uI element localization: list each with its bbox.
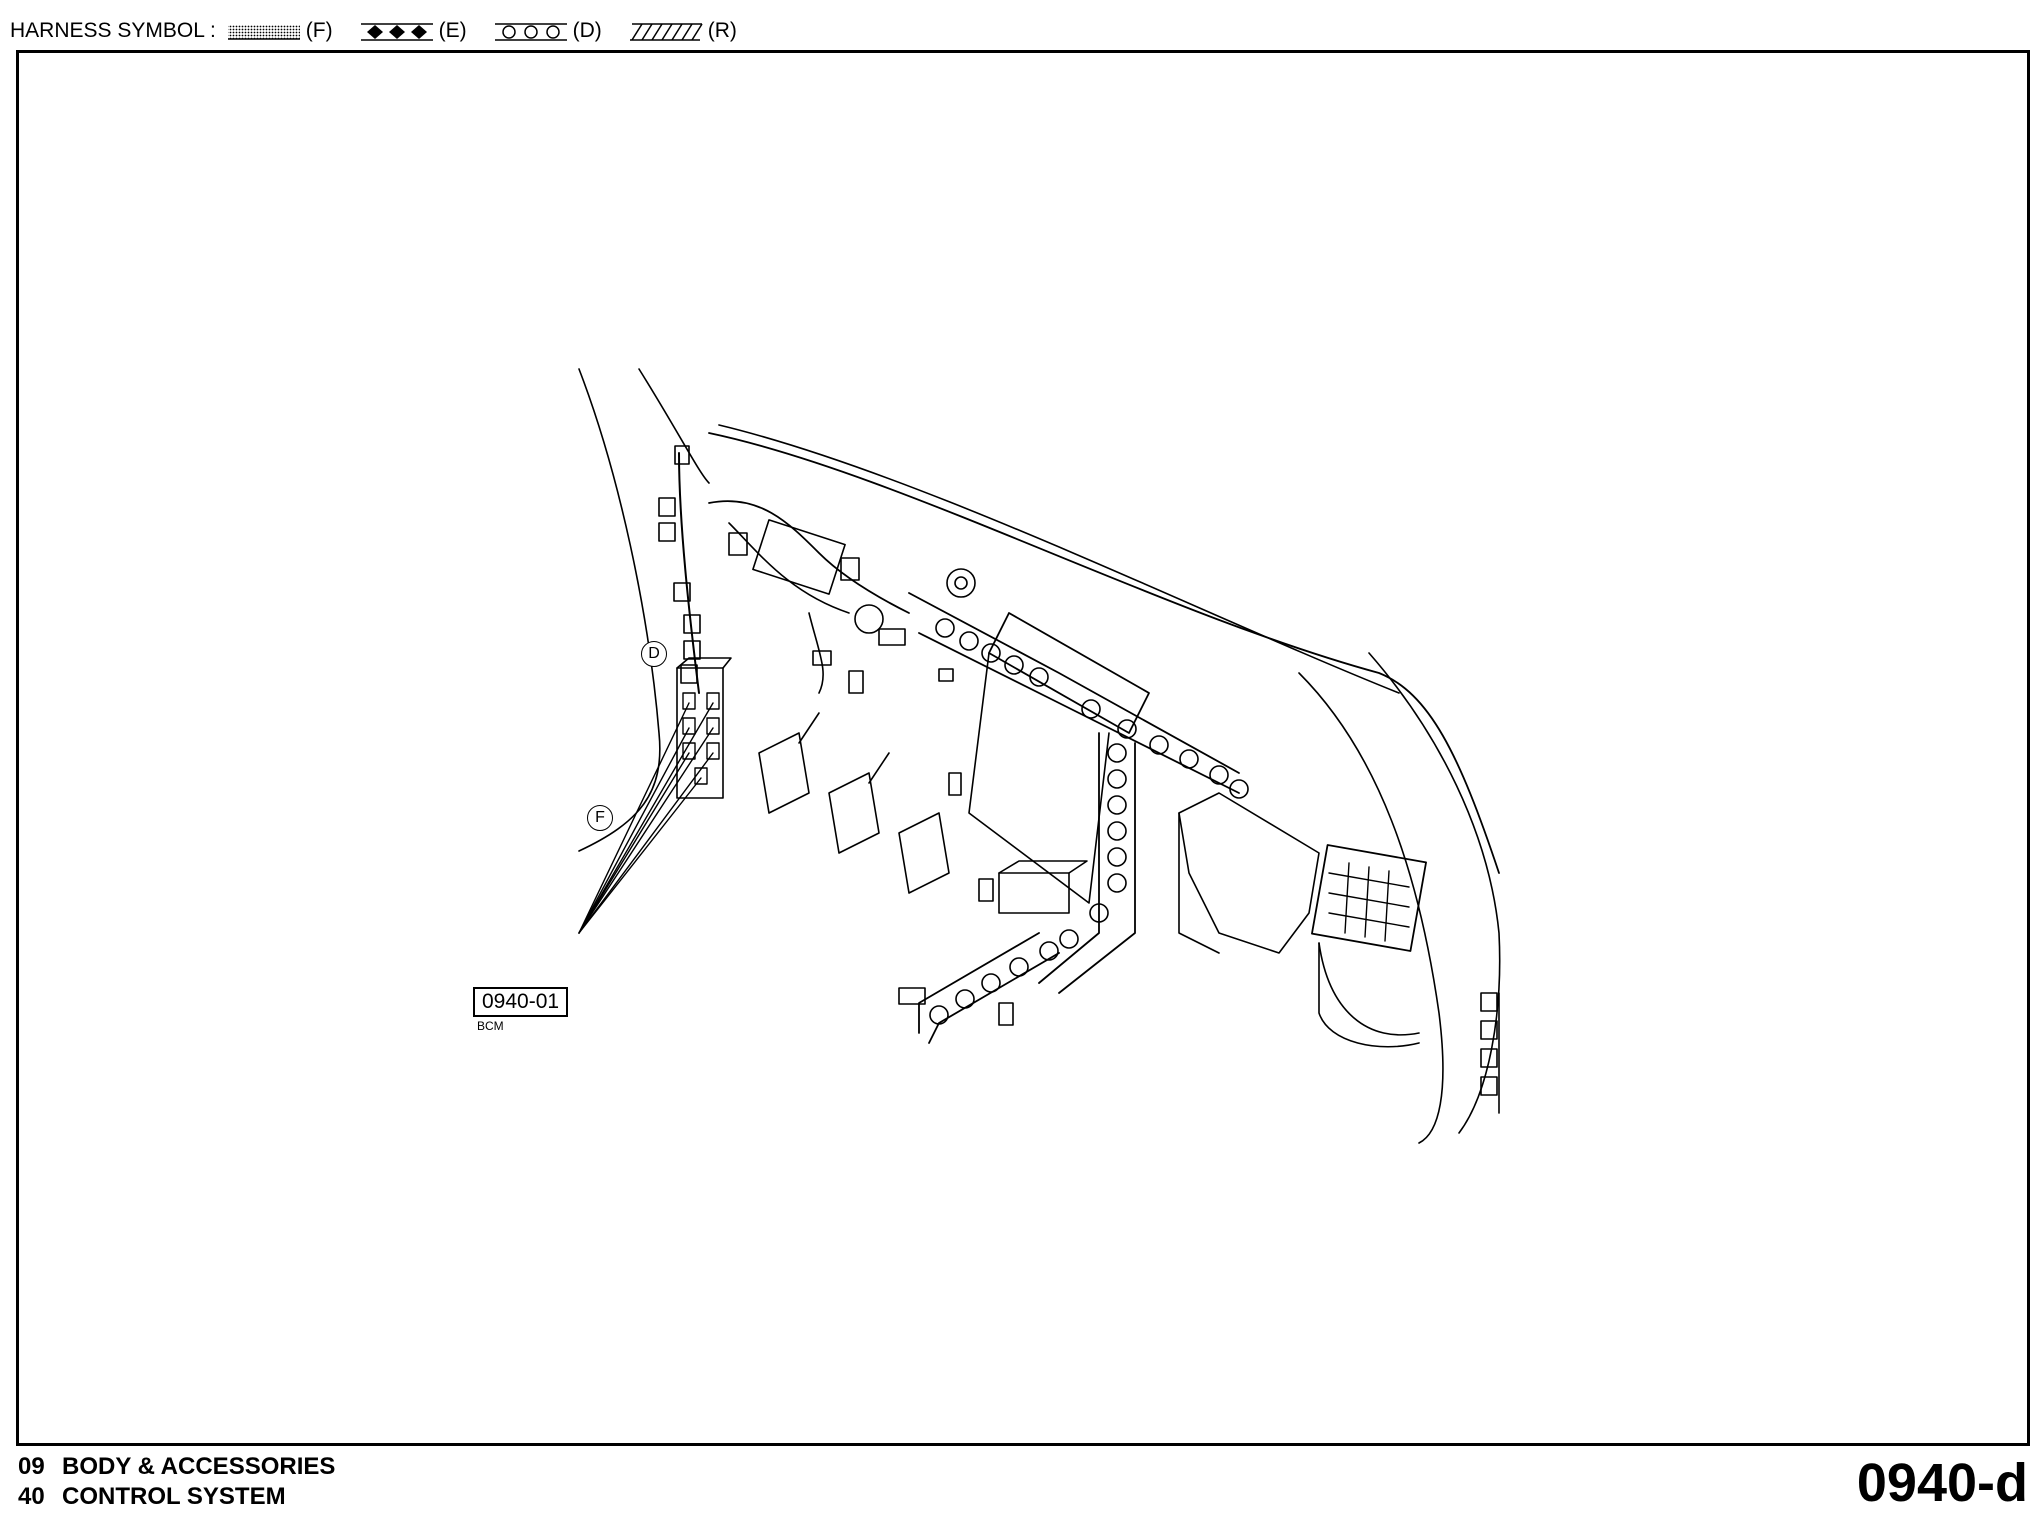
legend-code-f: (F): [305, 19, 333, 42]
section-row: 09 BODY & ACCESSORIES: [18, 1452, 335, 1482]
connector-id-label[interactable]: 0940-01: [473, 987, 569, 1017]
section-name: BODY & ACCESSORIES: [62, 1453, 336, 1480]
subsection-name: CONTROL SYSTEM: [62, 1483, 286, 1510]
harness-label-d: D: [641, 641, 667, 667]
diagram-frame: D F 0940-01 BCM: [16, 50, 2030, 1446]
harness-diagram: [578, 368, 1501, 1144]
section-number: 09: [18, 1453, 45, 1480]
subsection-number: 40: [18, 1483, 45, 1510]
legend-code-r: (R): [707, 19, 737, 42]
legend-code-d: (D): [572, 19, 602, 42]
subsection-row: 40 CONTROL SYSTEM: [18, 1482, 335, 1512]
legend-symbol-hatched: [629, 23, 703, 41]
harness-label-f: F: [587, 805, 613, 831]
legend-symbol-diamonds: [360, 23, 433, 41]
section-info: 09 BODY & ACCESSORIES 40 CONTROL SYSTEM: [18, 1452, 335, 1512]
legend-symbol-circles: [494, 23, 567, 41]
legend-code-e: (E): [438, 19, 467, 42]
legend-label: HARNESS SYMBOL :: [10, 19, 216, 42]
harness-symbol-legend: HARNESS SYMBOL : (F) (E) (D): [10, 14, 757, 48]
legend-symbol-dotted: [227, 25, 300, 40]
connector-name-label: BCM: [477, 1019, 504, 1033]
page-code: 0940-d: [1856, 1453, 2028, 1513]
